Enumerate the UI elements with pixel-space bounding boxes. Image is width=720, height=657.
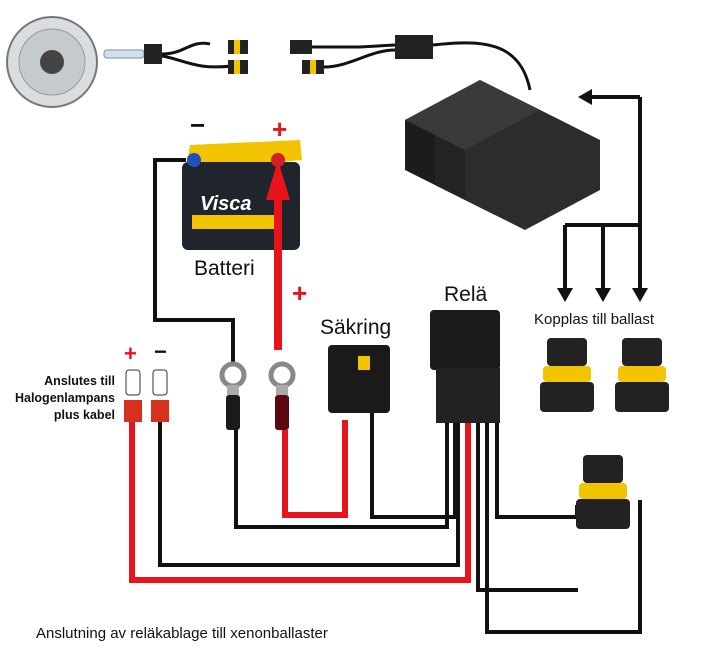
battery-icon: Visca	[182, 140, 302, 250]
relay-label: Relä	[444, 283, 488, 306]
wire-plus-sign: +	[292, 278, 308, 308]
halogen-terminal-positive	[124, 369, 142, 422]
battery-minus-sign: −	[190, 110, 206, 140]
headlight-icon	[6, 16, 98, 108]
ballast-connector-1	[540, 338, 594, 412]
fuse-label: Säkring	[320, 316, 392, 339]
ring-terminal-positive	[268, 361, 296, 430]
xenon-bulb-icon	[103, 40, 248, 74]
halogen-label-line3: plus kabel	[53, 408, 115, 422]
harness-icon	[290, 35, 532, 91]
ring-terminal-negative	[219, 361, 247, 430]
caption: Anslutning av reläkablage till xenonball…	[36, 625, 328, 642]
ballast-connect-label: Kopplas till ballast	[534, 311, 655, 328]
halogen-plus-sign: +	[124, 341, 137, 366]
halogen-minus-sign: −	[154, 339, 167, 364]
halogen-label-line2: Halogenlampans	[14, 391, 115, 405]
arrowheads	[557, 89, 648, 302]
halogen-terminal-negative	[151, 369, 169, 422]
fuse-holder-icon	[328, 345, 390, 413]
positive-wires	[129, 185, 471, 583]
negative-wires	[153, 95, 642, 634]
ballast-icon	[405, 80, 600, 230]
relay-icon	[430, 310, 500, 423]
battery-brand: Visca	[200, 193, 252, 215]
ballast-connector-3	[576, 455, 630, 529]
halogen-label-line1: Anslutes till	[44, 374, 115, 388]
ballast-connector-2	[615, 338, 669, 412]
arrow-up-icon	[266, 160, 290, 200]
halogen-label: Anslutes till Halogenlampans plus kabel	[15, 373, 115, 424]
battery-plus-sign: +	[272, 114, 288, 144]
battery-label: Batteri	[194, 257, 255, 280]
